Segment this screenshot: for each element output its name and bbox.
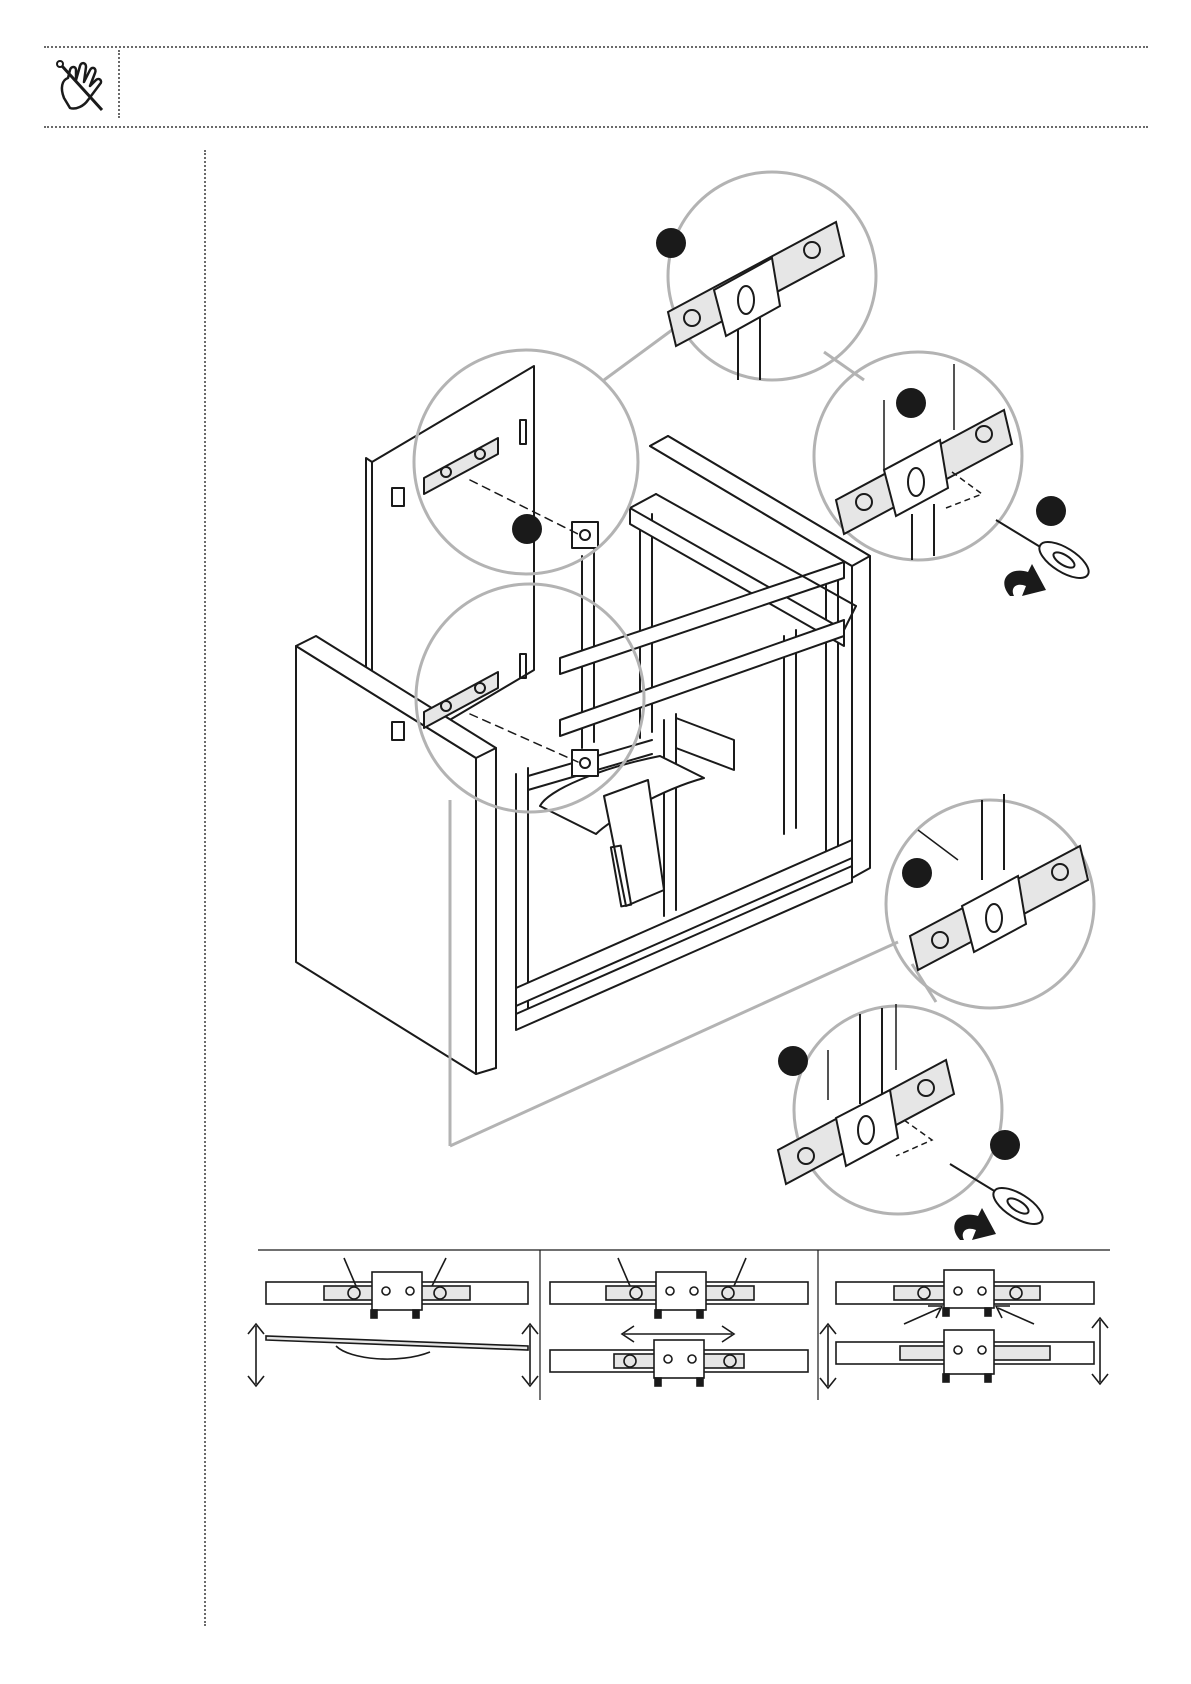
detail-circles (414, 172, 1094, 1214)
callout-marker-5 (902, 858, 932, 888)
callout-marker-4 (512, 514, 542, 544)
frame-bracket-lower (572, 750, 598, 776)
rotate-arrow-icon-upper (1004, 564, 1046, 596)
panel-height-adjust (248, 1258, 538, 1386)
callout-marker-7 (990, 1130, 1020, 1160)
rotate-arrow-icon-lower (954, 1208, 996, 1240)
panel-depth-adjust (820, 1270, 1108, 1388)
detail-top-bracket (668, 222, 844, 380)
panel-side-adjust (550, 1258, 808, 1386)
detail-right-bracket-upper (836, 364, 1012, 560)
detail-right-bracket-lower (910, 794, 1088, 970)
detail-bottom-bracket (778, 1004, 954, 1184)
frame-bracket-upper (572, 522, 598, 548)
callout-marker-6 (778, 1046, 808, 1076)
callout-marker-1 (656, 228, 686, 258)
callout-marker-2 (896, 388, 926, 418)
pull-out-tray (540, 718, 734, 906)
callout-marker-3 (1036, 496, 1066, 526)
